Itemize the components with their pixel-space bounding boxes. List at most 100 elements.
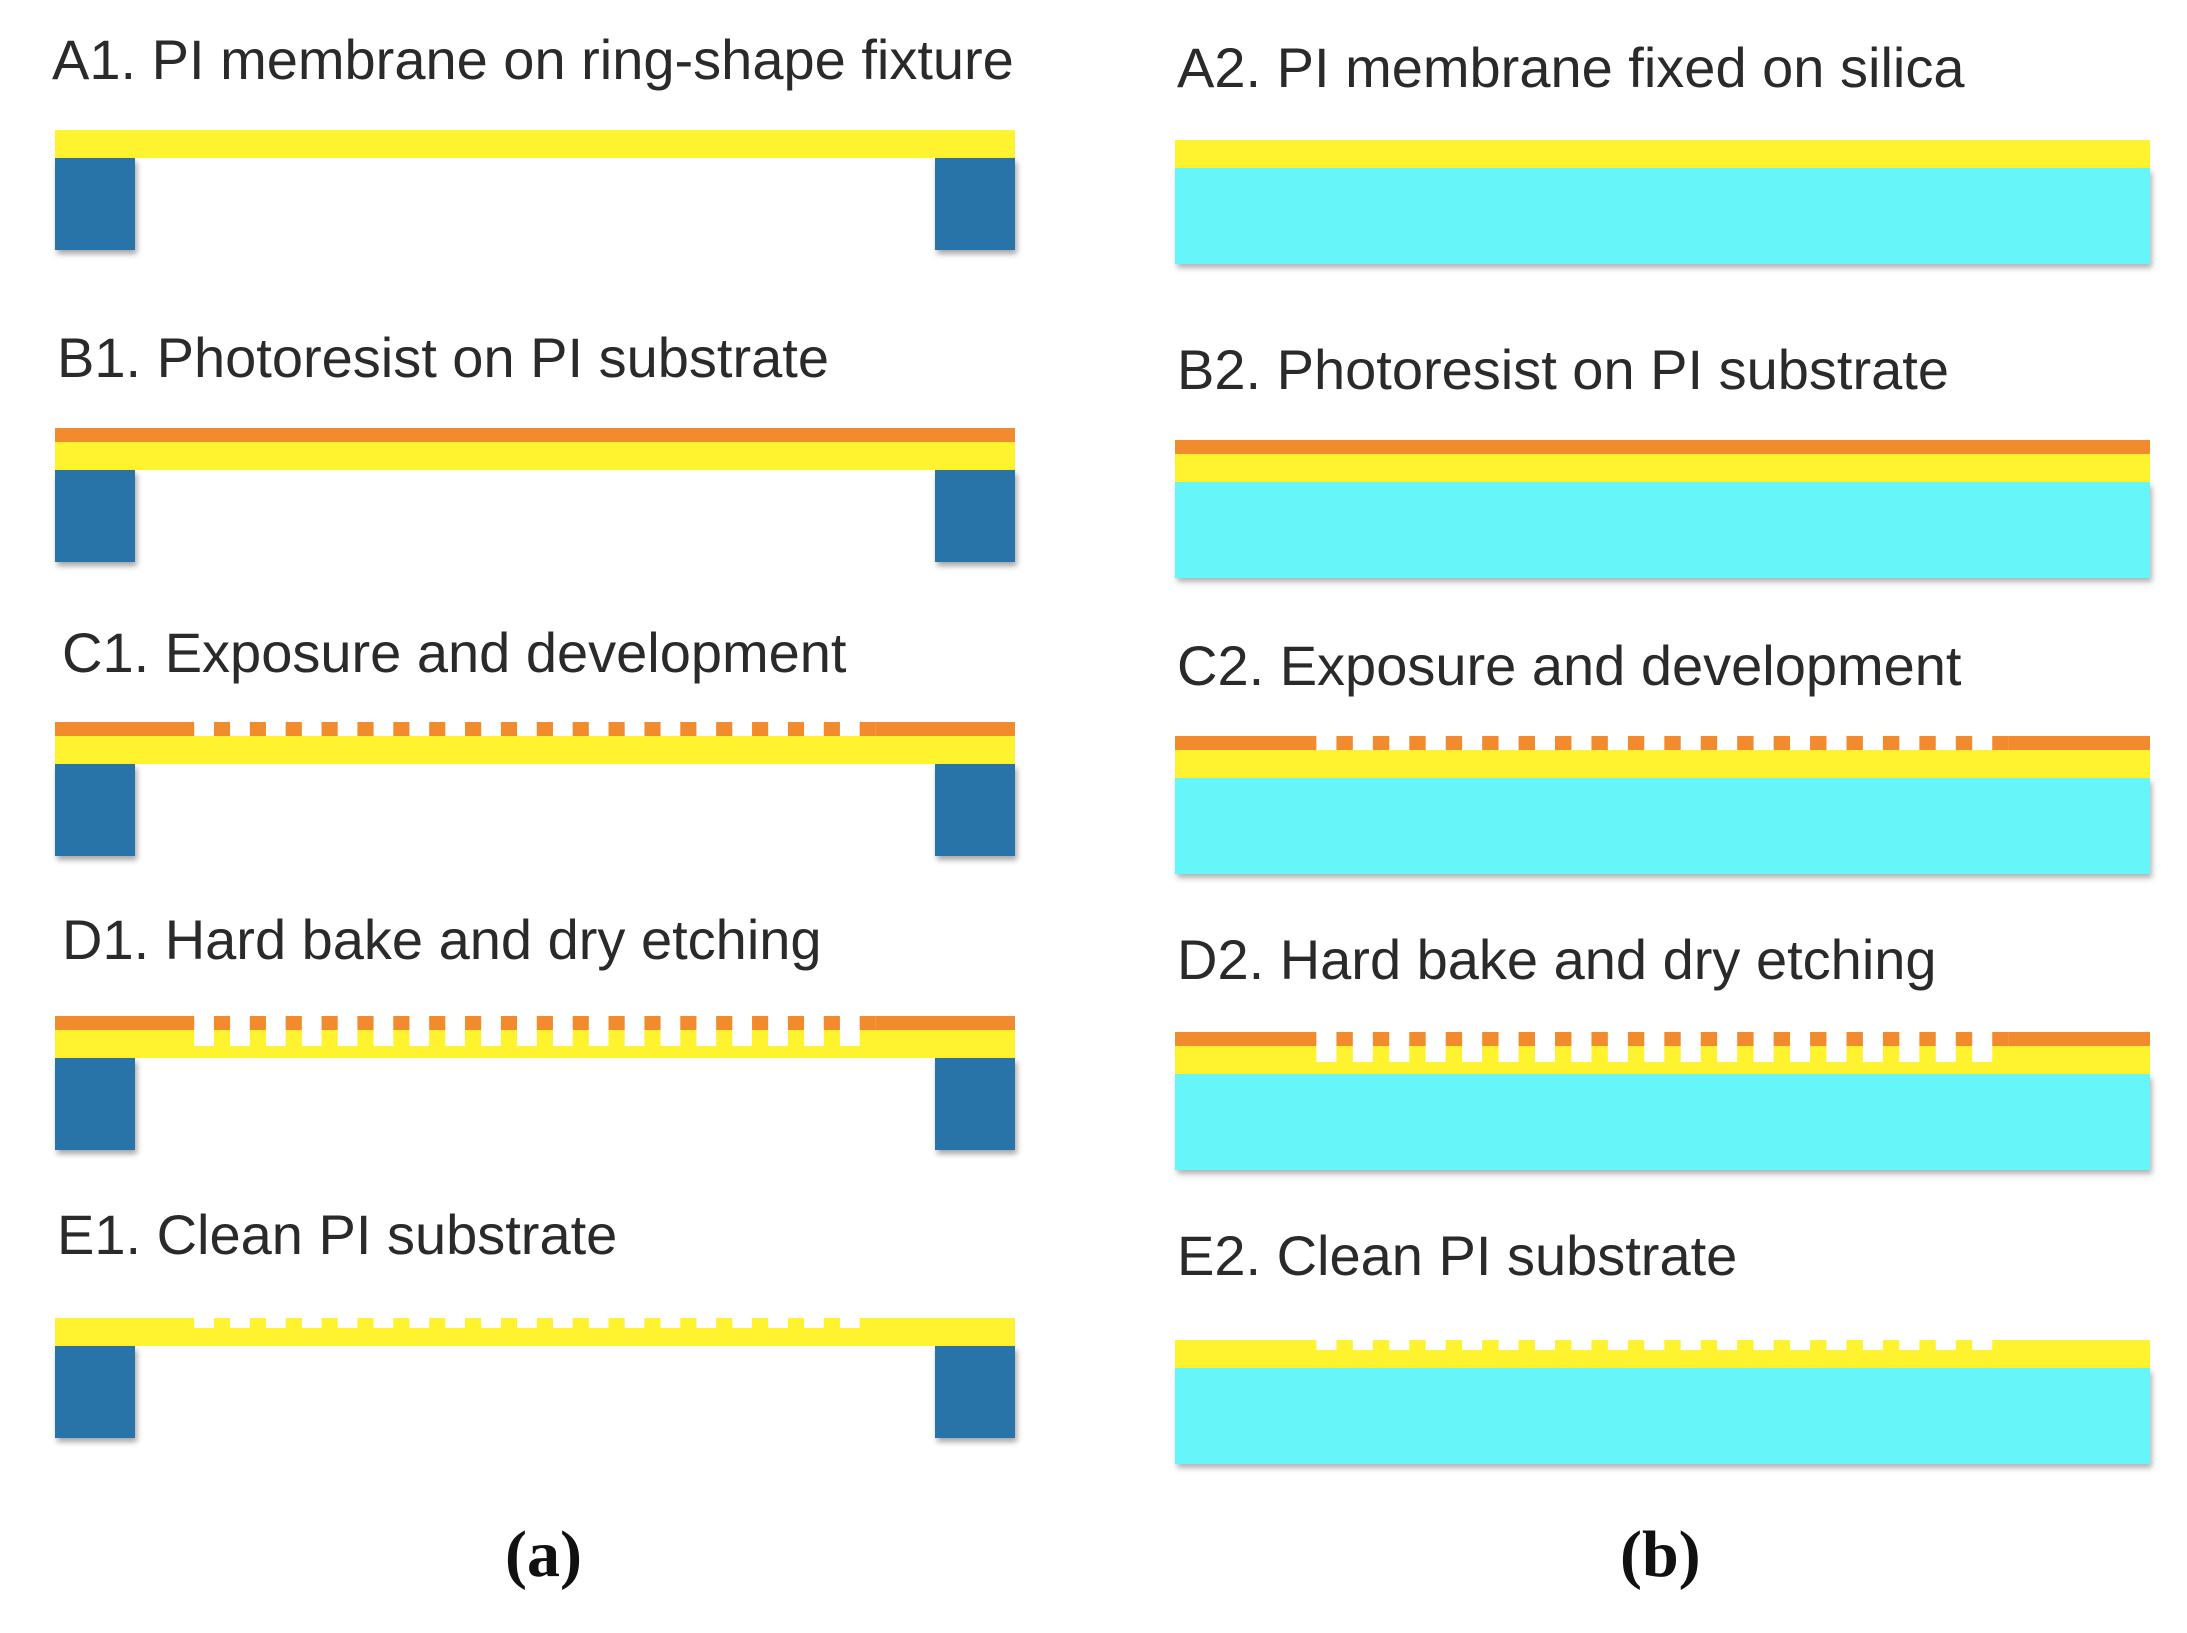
pi-membrane-etched-layer <box>55 1030 1015 1058</box>
photoresist-line <box>644 1016 661 1030</box>
photoresist-line <box>1919 1032 1936 1046</box>
layer-stack-diagram <box>55 1016 1015 1150</box>
photoresist-line <box>1627 1032 1645 1046</box>
photoresist-line <box>1882 736 1900 750</box>
layer-stack-diagram <box>1175 140 2150 264</box>
photoresist-line <box>1336 1032 1353 1046</box>
photoresist-line <box>429 722 446 736</box>
photoresist-line <box>644 722 661 736</box>
pi-membrane-layer <box>1175 140 2150 168</box>
photoresist-line <box>1992 1032 2009 1046</box>
photoresist-line <box>1518 736 1535 750</box>
photoresist-line <box>1409 1032 1426 1046</box>
photoresist-line <box>321 1016 338 1030</box>
ring-fixture-left <box>55 158 135 250</box>
step-label: A1. PI membrane on ring-shape fixture <box>52 28 1014 91</box>
photoresist-line <box>500 1016 518 1030</box>
photoresist-line <box>572 722 589 736</box>
photoresist-line <box>1555 1032 1572 1046</box>
photoresist-line <box>500 722 518 736</box>
ring-fixture-left <box>55 1058 135 1150</box>
photoresist-left-pad <box>1175 1032 1317 1046</box>
ring-fixture-left <box>55 470 135 562</box>
step-label: D2. Hard bake and dry etching <box>1177 928 1937 991</box>
photoresist-line <box>1737 736 1754 750</box>
photoresist-line <box>1664 1032 1681 1046</box>
photoresist-line <box>1737 1032 1754 1046</box>
photoresist-line <box>859 1016 876 1030</box>
pi-membrane-etched-layer <box>1175 1340 2150 1368</box>
photoresist-line <box>1664 736 1681 750</box>
photoresist-line <box>1627 736 1645 750</box>
photoresist-line <box>1919 736 1936 750</box>
photoresist-line <box>357 722 374 736</box>
silica-substrate <box>1175 1368 2150 1464</box>
step-label: E2. Clean PI substrate <box>1177 1224 1738 1287</box>
pi-membrane-etched-layer <box>55 1318 1015 1346</box>
ring-fixture-left <box>55 764 135 856</box>
photoresist-line <box>608 1016 625 1030</box>
pi-membrane-layer <box>1175 454 2150 482</box>
ring-fixture-right <box>935 1346 1015 1438</box>
pi-membrane-layer <box>1175 750 2150 778</box>
photoresist-layer <box>55 428 1015 442</box>
photoresist-line <box>787 1016 805 1030</box>
photoresist-line <box>1955 1032 1973 1046</box>
step-label: B2. Photoresist on PI substrate <box>1177 338 1949 401</box>
pi-membrane-layer <box>55 130 1015 158</box>
photoresist-right-pad <box>875 1016 1015 1030</box>
photoresist-right-pad <box>875 722 1015 736</box>
layer-stack-diagram <box>1175 736 2150 874</box>
ring-fixture-right <box>935 158 1015 250</box>
panel-b-caption: (b) <box>1620 1518 1701 1591</box>
panel-a-caption: (a) <box>505 1518 582 1591</box>
photoresist-line <box>1409 736 1426 750</box>
photoresist-line <box>465 1016 482 1030</box>
silica-substrate <box>1175 1074 2150 1170</box>
photoresist-line <box>859 722 876 736</box>
photoresist-line <box>1482 1032 1499 1046</box>
photoresist-line <box>536 722 553 736</box>
ring-fixture-left <box>55 1346 135 1438</box>
photoresist-line <box>716 1016 733 1030</box>
photoresist-line <box>536 1016 553 1030</box>
layer-stack-diagram <box>1175 440 2150 578</box>
photoresist-line <box>1773 1032 1791 1046</box>
photoresist-right-pad <box>2008 1032 2150 1046</box>
photoresist-line <box>1846 736 1863 750</box>
photoresist-right-pad <box>2008 736 2150 750</box>
step-label: D1. Hard bake and dry etching <box>62 908 822 971</box>
photoresist-line <box>680 1016 697 1030</box>
ring-fixture-right <box>935 1058 1015 1150</box>
photoresist-line <box>429 1016 446 1030</box>
ring-fixture-right <box>935 470 1015 562</box>
photoresist-line <box>1372 1032 1390 1046</box>
photoresist-line <box>787 722 805 736</box>
photoresist-line <box>1336 736 1353 750</box>
photoresist-line <box>752 1016 769 1030</box>
silica-substrate <box>1175 168 2150 264</box>
photoresist-line <box>1810 736 1827 750</box>
photoresist-line <box>1518 1032 1535 1046</box>
layer-stack-diagram <box>1175 1032 2150 1170</box>
photoresist-line <box>823 1016 840 1030</box>
photoresist-line <box>285 722 302 736</box>
step-label: E1. Clean PI substrate <box>57 1203 618 1266</box>
photoresist-line <box>321 722 338 736</box>
pi-membrane-layer <box>55 736 1015 764</box>
photoresist-left-pad <box>55 722 195 736</box>
silica-substrate <box>1175 482 2150 578</box>
layer-stack-diagram <box>55 722 1015 856</box>
photoresist-left-pad <box>1175 736 1317 750</box>
photoresist-line <box>357 1016 374 1030</box>
step-label: C1. Exposure and development <box>62 621 847 684</box>
photoresist-line <box>752 722 769 736</box>
photoresist-line <box>1445 736 1463 750</box>
photoresist-line <box>1955 736 1973 750</box>
photoresist-line <box>1591 1032 1608 1046</box>
photoresist-line <box>572 1016 589 1030</box>
photoresist-line <box>823 722 840 736</box>
photoresist-line <box>249 1016 266 1030</box>
photoresist-line <box>213 722 231 736</box>
